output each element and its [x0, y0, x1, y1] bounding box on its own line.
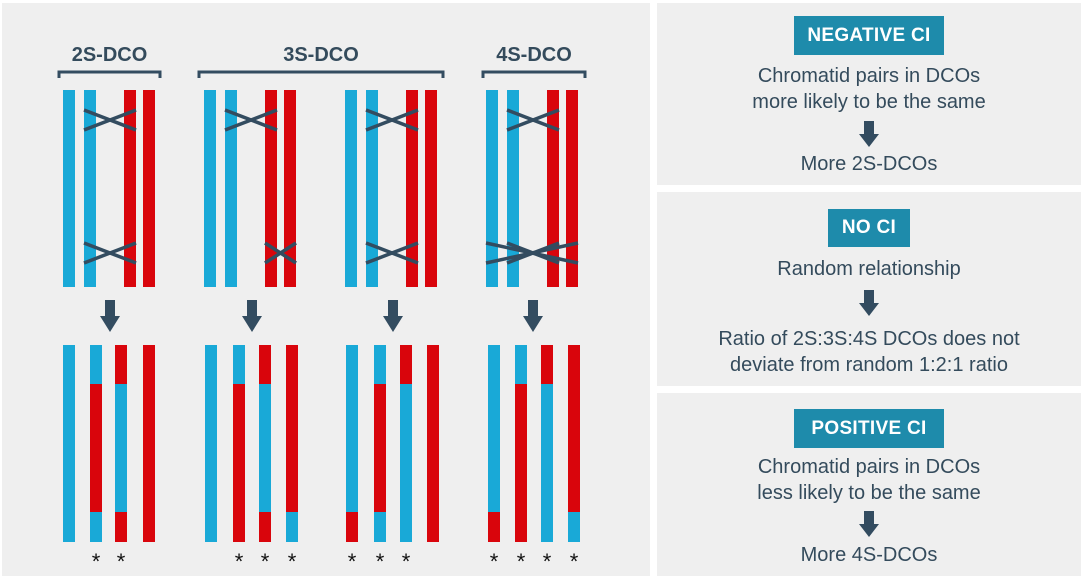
chromatid-segment: [115, 345, 127, 384]
positive-ci-box: POSITIVE CI Chromatid pairs in DCOs less…: [657, 393, 1081, 576]
chromatid-strand: [225, 90, 237, 287]
arrow-down-icon: [859, 290, 879, 316]
chromatid-segment: [488, 345, 500, 512]
crossover-line: [365, 108, 419, 132]
crossover-line: [485, 241, 579, 265]
crossover-line: [83, 241, 137, 265]
chromatid-segment: [400, 345, 412, 384]
negative-ci-line1: Chromatid pairs in DCOs: [757, 65, 981, 87]
chromatid-segment: [205, 345, 217, 542]
crossover-line: [365, 241, 419, 265]
chromatid-segment: [259, 384, 271, 512]
chromatid-segment: [259, 512, 271, 542]
chromatid-segment: [400, 384, 412, 542]
chromatid-strand: [366, 90, 378, 287]
dco-diagram: 2S-DCO 3S-DCO 4S-DCO * * * * * * * * * * * *: [57, 44, 587, 574]
positive-ci-line1: Chromatid pairs in DCOs: [757, 456, 981, 478]
chromatid-strand: [486, 90, 498, 287]
recombinant-asterisk: *: [117, 549, 126, 574]
recombinant-asterisk: *: [402, 549, 411, 574]
group-bracket: [481, 70, 587, 78]
negative-ci-result: More 2S-DCOs: [800, 153, 938, 175]
chromatid-segment: [488, 512, 500, 542]
recombinant-asterisk: *: [490, 549, 499, 574]
chromatid-segment: [427, 345, 439, 542]
group-bracket: [197, 70, 445, 78]
no-ci-line2: Ratio of 2S:3S:4S DCOs does not: [718, 328, 1020, 350]
recombinant-asterisk: *: [543, 549, 552, 574]
chromatid-segment: [143, 345, 155, 542]
chromatid-strand: [507, 90, 519, 287]
no-ci-badge: NO CI: [828, 209, 910, 247]
chromatid-strand: [63, 90, 75, 287]
recombinant-asterisk: *: [348, 549, 357, 574]
recombinant-asterisk: *: [376, 549, 385, 574]
chromatid-segment: [286, 512, 298, 542]
chromatid-segment: [515, 345, 527, 384]
recombinant-asterisk: *: [261, 549, 270, 574]
positive-ci-badge: POSITIVE CI: [794, 409, 944, 448]
chromatid-segment: [233, 345, 245, 384]
recombinant-asterisk: *: [235, 549, 244, 574]
crossover-line: [506, 108, 560, 132]
chromatid-strand: [406, 90, 418, 287]
recombinant-asterisk: *: [288, 549, 297, 574]
group-bracket: [57, 70, 162, 78]
chromatid-strand: [265, 90, 277, 287]
chromatid-segment: [233, 384, 245, 542]
crossover-line: [83, 108, 137, 132]
arrow-down-icon: [859, 121, 879, 147]
chromatid-segment: [90, 384, 102, 512]
group-label: 4S-DCO: [496, 44, 572, 66]
chromatid-segment: [515, 384, 527, 542]
chromatid-segment: [90, 345, 102, 384]
chromatid-strand: [204, 90, 216, 287]
no-ci-line1: Random relationship: [777, 258, 961, 280]
chromatid-strand: [547, 90, 559, 287]
recombinant-asterisk: *: [517, 549, 526, 574]
chromatid-strand: [284, 90, 296, 287]
positive-ci-result: More 4S-DCOs: [800, 544, 938, 566]
chromatid-segment: [541, 345, 553, 384]
chromatid-segment: [346, 345, 358, 512]
chromatid-segment: [90, 512, 102, 542]
group-label: 3S-DCO: [283, 44, 359, 66]
no-ci-line3: deviate from random 1:2:1 ratio: [730, 354, 1008, 376]
chromatid-segment: [63, 345, 75, 542]
arrow-down-icon: [242, 300, 262, 332]
chromatid-strand: [84, 90, 96, 287]
negative-ci-box: NEGATIVE CI Chromatid pairs in DCOs more…: [657, 3, 1081, 185]
crossover-line: [264, 241, 297, 265]
negative-ci-line2: more likely to be the same: [752, 91, 986, 113]
arrow-down-icon: [100, 300, 120, 332]
chromatid-segment: [259, 345, 271, 384]
chromatid-strand: [566, 90, 578, 287]
chromatid-strand: [345, 90, 357, 287]
recombinant-asterisk: *: [92, 549, 101, 574]
chromatid-segment: [115, 512, 127, 542]
chromatid-segment: [115, 384, 127, 512]
arrow-down-icon: [523, 300, 543, 332]
chromatid-strand: [143, 90, 155, 287]
arrow-down-icon: [383, 300, 403, 332]
chromatid-segment: [568, 345, 580, 512]
chromatid-segment: [374, 345, 386, 384]
arrow-down-icon: [859, 511, 879, 537]
chromatid-segment: [541, 384, 553, 542]
chromatid-segment: [346, 512, 358, 542]
chromatid-segment: [568, 512, 580, 542]
negative-ci-badge: NEGATIVE CI: [794, 16, 944, 55]
recombinant-asterisk: *: [570, 549, 579, 574]
chromatid-strand: [124, 90, 136, 287]
positive-ci-line2: less likely to be the same: [757, 482, 981, 504]
chromatid-segment: [374, 512, 386, 542]
crossover-line: [224, 108, 278, 132]
chromatid-segment: [374, 384, 386, 512]
no-ci-box: NO CI Random relationship Ratio of 2S:3S…: [657, 192, 1081, 386]
chromatid-strand: [425, 90, 437, 287]
group-label: 2S-DCO: [72, 44, 148, 66]
chromatid-segment: [286, 345, 298, 512]
